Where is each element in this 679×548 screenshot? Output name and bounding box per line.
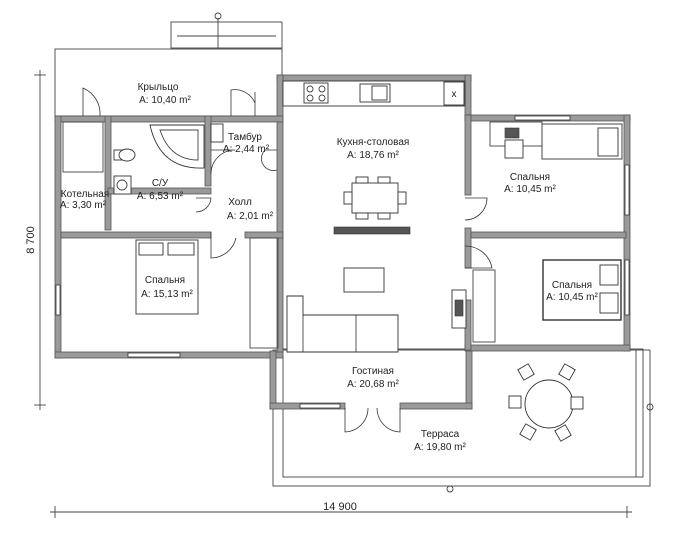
dimension-height: 8 700 — [25, 70, 46, 410]
room-bath-name: С/У — [152, 178, 169, 189]
dimension-height-label: 8 700 — [25, 226, 37, 254]
room-terrace-area: A: 19,80 m² — [414, 442, 466, 453]
bed-west — [135, 239, 199, 315]
terrace-outline — [272, 348, 651, 487]
windows — [55, 115, 630, 409]
room-hall-area: A: 2,01 m² — [227, 211, 274, 222]
kitchen-counter: x — [282, 80, 466, 107]
room-porch-name: Крыльцо — [138, 82, 179, 93]
room-bedroom-w-name: Спальня — [145, 275, 185, 286]
room-vestibule-area: A: 2,44 m² — [223, 144, 270, 155]
room-boiler-name: Котельная — [61, 189, 109, 200]
room-boiler-area: A: 3,30 m² — [60, 200, 107, 211]
room-kitchen-name: Кухня-столовая — [337, 137, 410, 148]
walls — [54, 74, 631, 410]
dimension-width-label: 14 900 — [323, 501, 357, 513]
room-bedroom-ne-name: Спальня — [510, 172, 550, 183]
room-bedroom-ne-area: A: 10,45 m² — [504, 184, 556, 195]
room-living-area: A: 20,68 m² — [347, 379, 399, 390]
room-kitchen-area: A: 18,76 m² — [347, 150, 399, 161]
terrace-table — [508, 363, 584, 442]
bed-east — [472, 259, 622, 343]
room-labels: Крыльцо A: 10,40 m² Котельная A: 3,30 m²… — [60, 82, 599, 453]
sofa — [286, 295, 399, 353]
fireplace — [451, 289, 467, 329]
room-terrace-name: Терраса — [421, 429, 460, 440]
room-bedroom-w-area: A: 15,13 m² — [141, 289, 193, 300]
room-bedroom-e-area: A: 10,45 m² — [546, 292, 598, 303]
bed-ne — [489, 121, 623, 160]
boiler-equipment — [62, 121, 104, 173]
axis-markers — [214, 12, 654, 493]
room-bedroom-e-name: Спальня — [552, 280, 592, 291]
dimension-width: 14 900 — [50, 501, 632, 518]
wardrobe — [249, 237, 279, 349]
room-hall-name: Холл — [228, 197, 252, 208]
close-icon: x — [452, 89, 457, 100]
doors — [82, 87, 493, 433]
bathroom-fixtures — [113, 123, 224, 195]
room-porch-area: A: 10,40 m² — [139, 95, 191, 106]
dining-table — [333, 176, 411, 235]
room-living-name: Гостиная — [352, 366, 394, 377]
room-bath-area: A: 6,53 m² — [137, 191, 184, 202]
coffee-table — [343, 267, 385, 293]
room-vestibule-name: Тамбур — [228, 131, 262, 143]
